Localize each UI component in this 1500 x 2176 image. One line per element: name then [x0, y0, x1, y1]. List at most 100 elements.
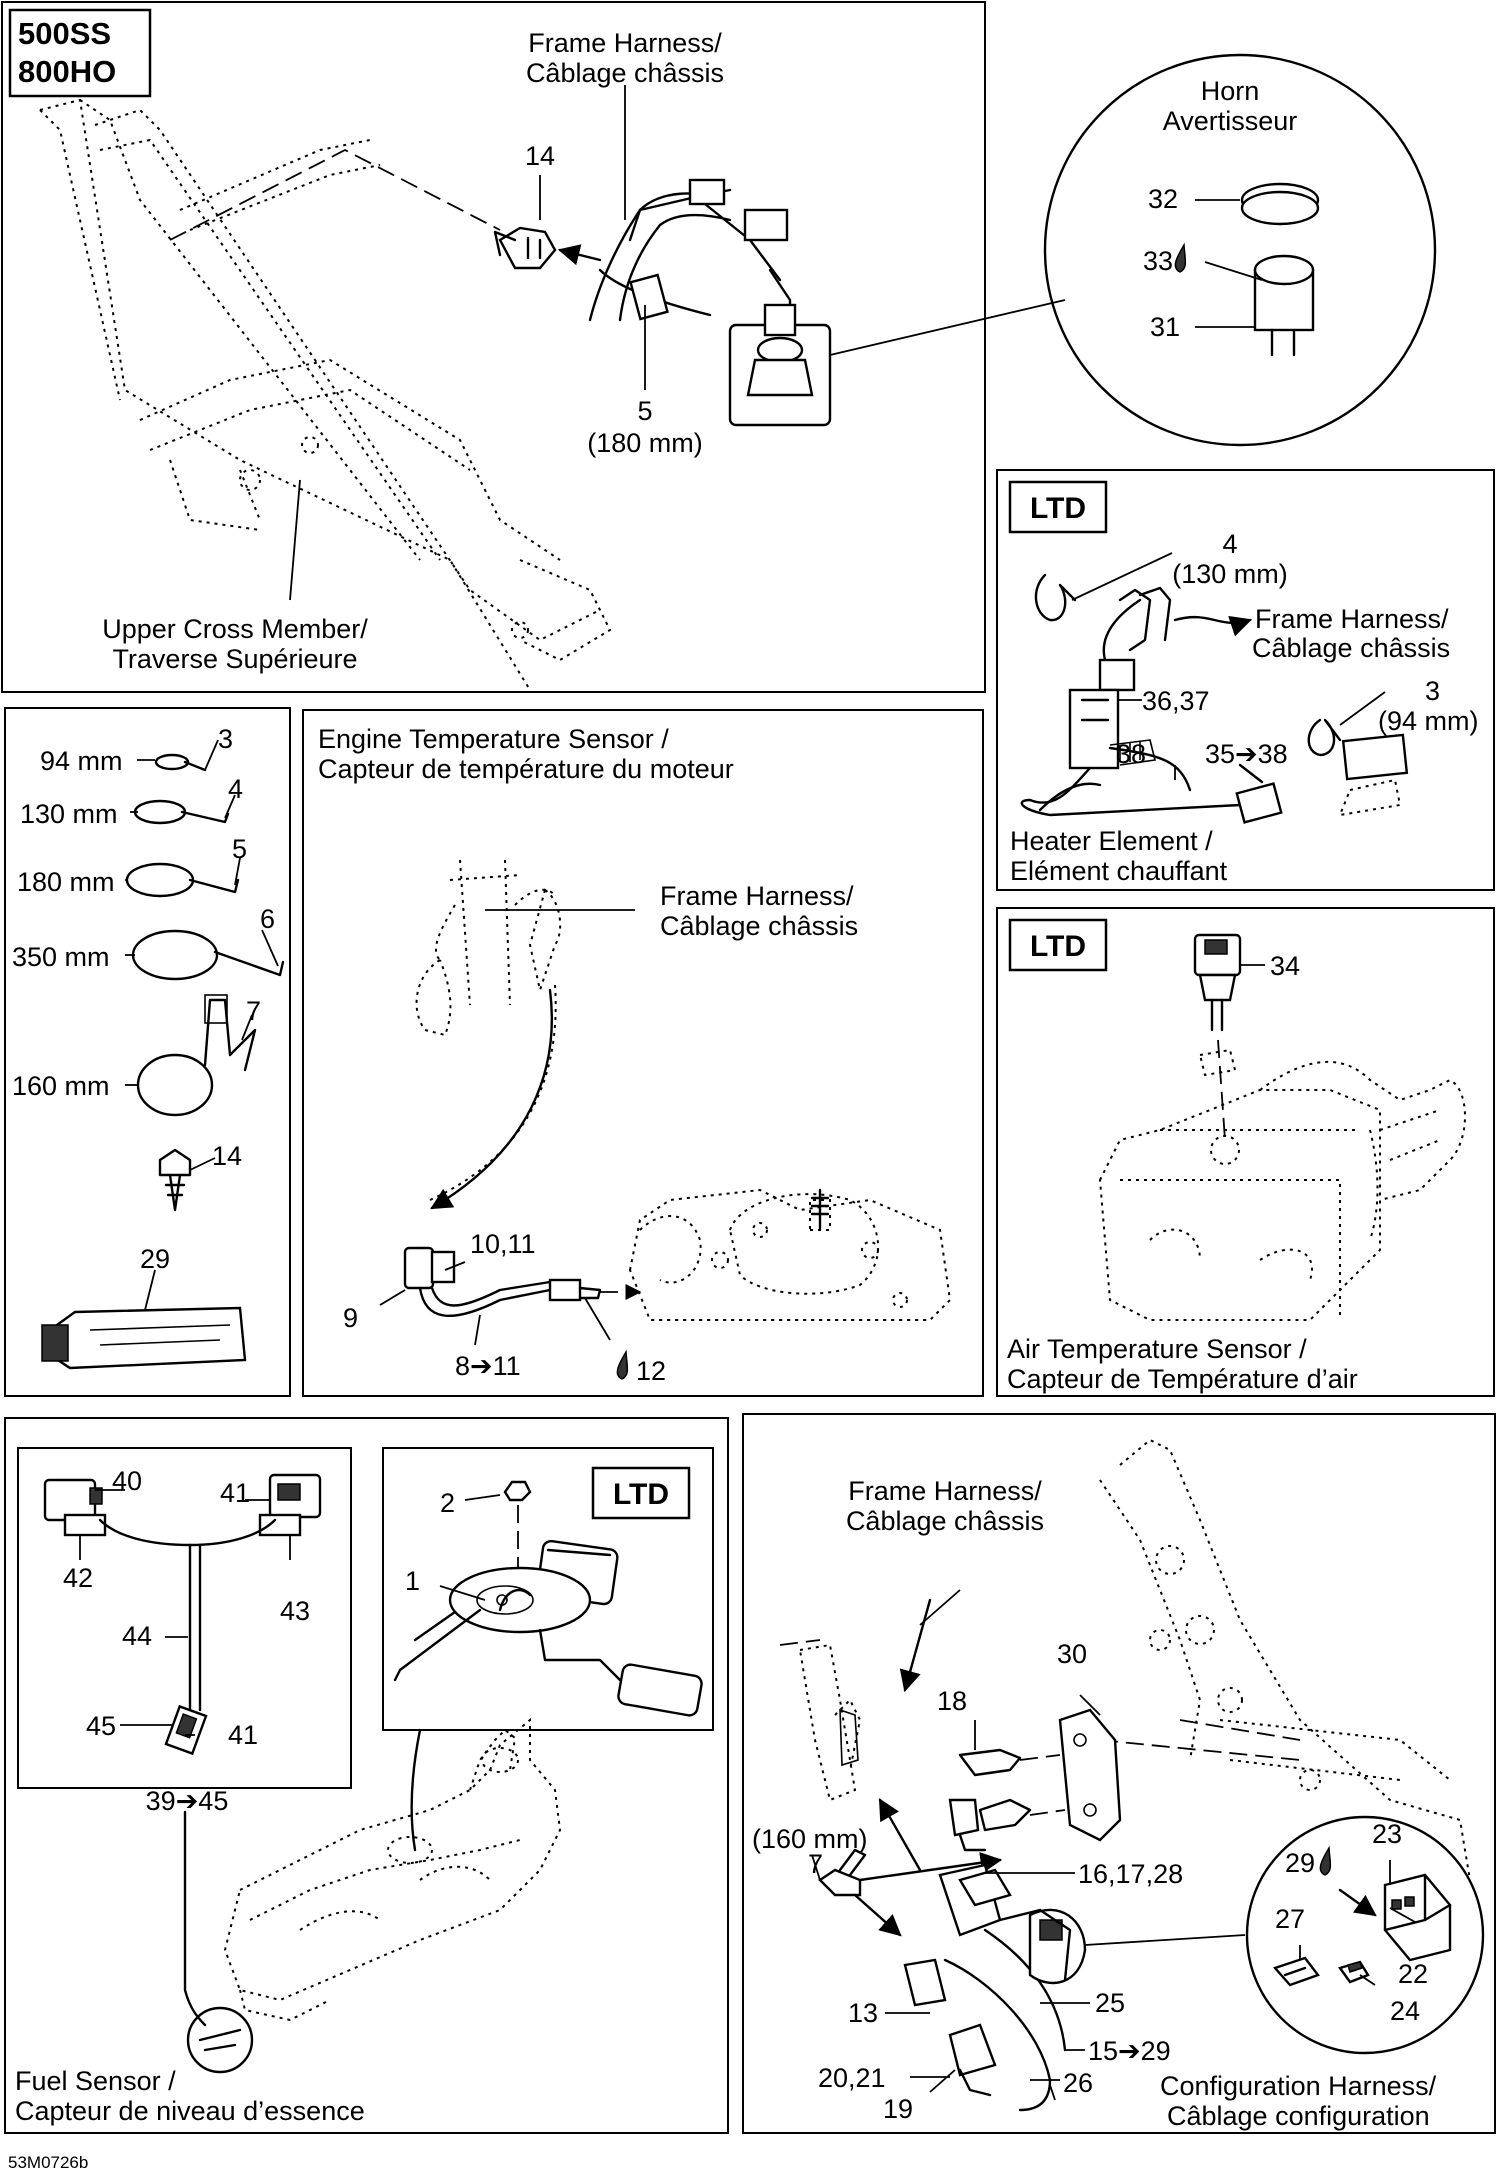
fuel-harness-inset [17, 1447, 352, 1789]
part-7-label: 7 [808, 1849, 823, 1879]
fuel-tank-drawing [183, 1717, 562, 2074]
upper-cross-member-label-2: Traverse Supérieure [112, 644, 357, 674]
part-41a-label: 41 [220, 1478, 250, 1508]
grease-drop-icon [616, 1349, 629, 1380]
part-25-label: 25 [1095, 1988, 1125, 2018]
part-14-label: 14 [525, 141, 555, 171]
tie-4-num: 4 [228, 774, 243, 804]
part-16-17-28-label: 16,17,28 [1078, 1859, 1183, 1889]
fuel-harness-drawing [43, 1473, 322, 1756]
ties-panel [4, 707, 291, 1397]
ltd-tag-fuel: LTD [591, 1466, 691, 1520]
part-19-label: 19 [883, 2094, 913, 2124]
ltd-tag-heater: LTD [1008, 480, 1108, 534]
part-15-29-label: 15➔29 [1088, 2036, 1171, 2066]
air-temp-panel [996, 907, 1495, 1397]
fuel-sensor-drawing [393, 1480, 703, 1717]
tie-3-num: 3 [218, 724, 233, 754]
frame-harness-top [588, 178, 792, 322]
part-7-length: (160 mm) [752, 1824, 868, 1854]
config-frame-harness-label-1: Frame Harness/ [848, 1476, 1042, 1506]
part-13-label: 13 [848, 1998, 878, 2028]
part-23-label: 23 [1372, 1819, 1402, 1849]
part-24-label: 24 [1390, 1996, 1420, 2026]
part-10-11-label: 10,11 [470, 1229, 536, 1259]
part-26-label: 26 [1063, 2068, 1093, 2098]
part-42-label: 42 [63, 1563, 93, 1593]
ltd-tag-fuel-text: LTD [613, 1478, 669, 1511]
frame-harness-label-1: Frame Harness/ [528, 28, 722, 58]
tie-6-num: 6 [260, 904, 275, 934]
part-33-label: 33 [1143, 246, 1173, 276]
part-44-label: 44 [122, 1621, 152, 1651]
grease-drop-icon [1319, 1845, 1332, 1876]
frame-panel [1, 1, 986, 693]
part-34-label: 34 [1270, 951, 1300, 981]
air-temp-caption-1: Air Temperature Sensor / [1007, 1334, 1307, 1364]
heater-frame-harness-label-2: Câblage châssis [1252, 633, 1450, 663]
config-caption-2: Câblage configuration [1167, 2101, 1430, 2131]
fuse-detail-circle [1245, 1815, 1485, 2055]
part-5-length: (180 mm) [587, 428, 703, 458]
heater-panel [996, 469, 1495, 891]
fuel-sensor-inset [382, 1447, 714, 1731]
ltd-tag-air: LTD [1008, 918, 1108, 972]
part-12-label: 12 [636, 1356, 666, 1386]
frame-harness-label-2: Câblage châssis [526, 58, 724, 88]
ltd-tag-heater-text: LTD [1030, 492, 1086, 525]
config-panel [742, 1413, 1496, 2134]
model-badge-line1: 500SS [18, 16, 111, 51]
fuel-caption-2: Capteur de niveau d’essence [15, 2096, 365, 2126]
part-39-45-label: 39➔45 [146, 1786, 229, 1816]
part-8-11-label: 8➔11 [455, 1351, 521, 1381]
engine-frame-harness-label-2: Câblage châssis [660, 911, 858, 941]
config-frame-harness-label-2: Câblage châssis [846, 1506, 1044, 1536]
part-2-label: 2 [440, 1488, 455, 1518]
tie-5-num: 5 [232, 834, 247, 864]
horn-label-1: Horn [1201, 76, 1260, 106]
screw-14 [493, 226, 602, 270]
config-caption-1: Configuration Harness/ [1160, 2071, 1437, 2101]
fuel-caption-1: Fuel Sensor / [15, 2066, 176, 2096]
part-18-label: 18 [937, 1686, 967, 1716]
tie-3-length: 94 mm [40, 746, 123, 776]
tie-5-length: 180 mm [17, 867, 115, 897]
part-36-37-label: 36,37 [1142, 686, 1210, 716]
upper-cross-member-label-1: Upper Cross Member/ [102, 614, 368, 644]
part-29-label: 29 [1285, 1848, 1315, 1878]
engine-temp-caption-1: Engine Temperature Sensor / [318, 724, 669, 754]
heater-caption-1: Heater Element / [1010, 826, 1213, 856]
part-20-21-label: 20,21 [818, 2063, 886, 2093]
ltd-tag-air-text: LTD [1030, 930, 1086, 963]
part-41b-label: 41 [228, 1720, 258, 1750]
config-frame-drawing [779, 1438, 1471, 2112]
part-32-label: 32 [1148, 184, 1178, 214]
part-4-label: 4 [1222, 529, 1237, 559]
screw-14-num: 14 [212, 1141, 242, 1171]
part-43-label: 43 [280, 1596, 310, 1626]
tie-6-length: 350 mm [12, 942, 110, 972]
part-30-label: 30 [1057, 1639, 1087, 1669]
cable-ties [41, 739, 285, 1370]
tube-29-num: 29 [140, 1244, 170, 1274]
heater-frame-harness-label-1: Frame Harness/ [1255, 604, 1449, 634]
part-9-label: 9 [343, 1303, 358, 1333]
fuel-panel [4, 1417, 729, 2134]
frame-drawing [39, 98, 612, 691]
part-5-label: 5 [637, 396, 652, 426]
part-35-38-label: 35➔38 [1205, 739, 1288, 769]
part-31-label: 31 [1150, 312, 1180, 342]
part-38-label: 38 [1116, 739, 1146, 769]
part-3-length: (94 mm) [1378, 706, 1479, 736]
model-badge-line2: 800HO [18, 54, 116, 89]
heater-caption-2: Elément chauffant [1010, 856, 1228, 886]
cross-member-leader [289, 479, 301, 601]
part-27-label: 27 [1275, 1904, 1305, 1934]
part-3-label: 3 [1425, 676, 1440, 706]
part-22-label: 22 [1398, 1959, 1428, 1989]
tie-4-length: 130 mm [20, 799, 118, 829]
engine-temp-drawing [379, 859, 952, 1346]
model-badge: 500SS 800HO [8, 8, 152, 98]
grease-drop-icon [1174, 242, 1187, 273]
part-1-label: 1 [405, 1566, 420, 1596]
